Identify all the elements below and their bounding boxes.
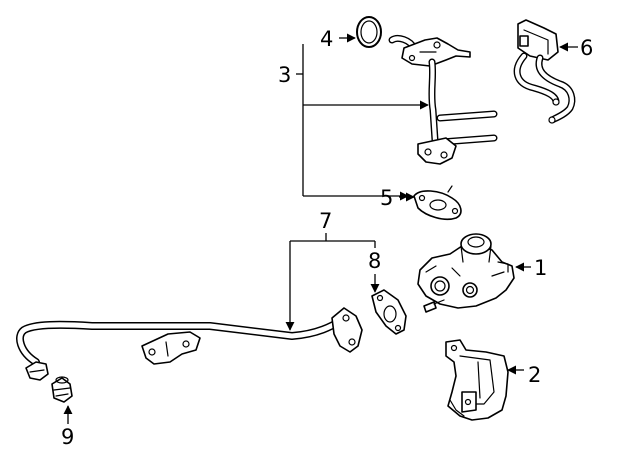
callout-labels: 1 2 3 4 5 6 7 8 9: [61, 27, 593, 449]
part-7-egr-pipe[interactable]: [16, 307, 363, 381]
part-9-fitting[interactable]: [51, 376, 73, 403]
part-5-gasket[interactable]: [413, 185, 462, 221]
callout-2: 2: [528, 363, 541, 387]
callout-4: 4: [320, 27, 333, 51]
callout-6: 6: [580, 36, 593, 60]
callout-1: 1: [534, 256, 547, 280]
part-4-o-ring[interactable]: [356, 16, 382, 48]
part-2-bracket[interactable]: [445, 339, 509, 421]
leader-lines: [63, 33, 578, 424]
part-1-egr-valve[interactable]: [417, 233, 515, 313]
callout-8: 8: [368, 249, 381, 273]
part-8-flange-gasket[interactable]: [371, 289, 407, 335]
callout-9: 9: [61, 425, 74, 449]
callout-3: 3: [278, 63, 291, 87]
part-3-egr-tube-assembly[interactable]: [388, 34, 498, 165]
callout-5: 5: [380, 186, 393, 210]
part-6-sensor-hose-assembly[interactable]: [513, 19, 576, 124]
callout-7: 7: [319, 209, 332, 233]
